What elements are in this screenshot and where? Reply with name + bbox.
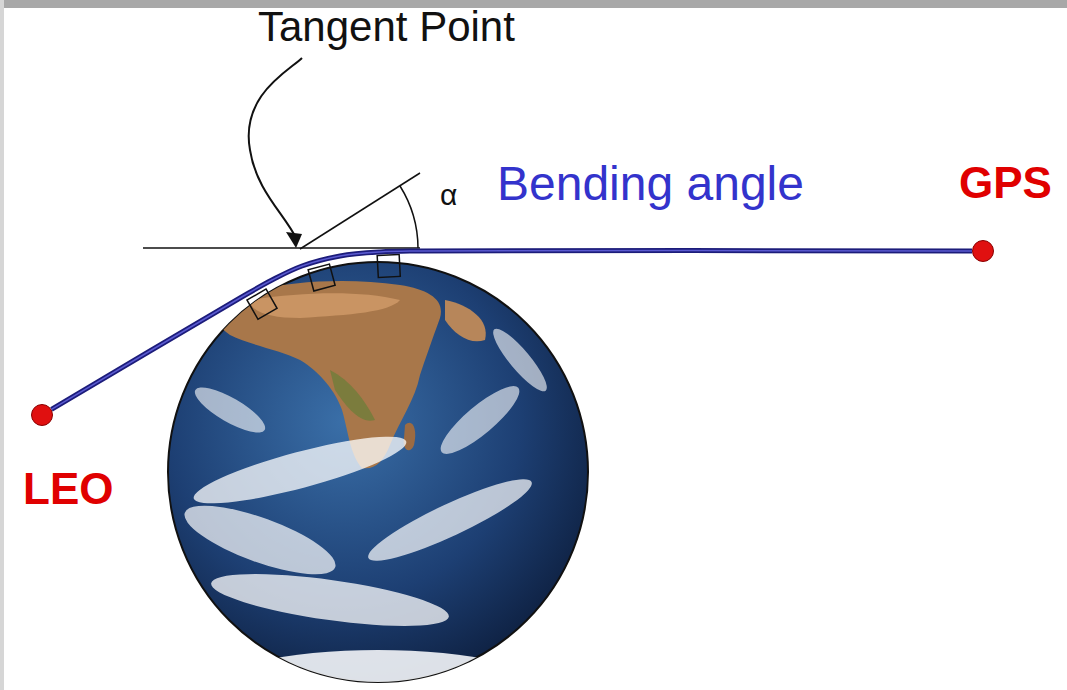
callout-label: Tangent Point <box>258 6 515 48</box>
earth-globe <box>168 262 588 690</box>
leader-arrow <box>249 58 302 238</box>
right-angle-mark <box>377 254 400 277</box>
geometry-lines <box>143 58 420 319</box>
reference-line <box>143 247 420 249</box>
ray-core <box>51 251 972 410</box>
satellite-dot: LEO <box>31 404 53 426</box>
satellite-label: GPS <box>959 161 1052 205</box>
satellite-dot: GPS <box>972 240 994 262</box>
slide-frame <box>0 0 1067 8</box>
angle-symbol: α <box>440 180 457 210</box>
angle-label: Bending angle <box>497 160 804 208</box>
ray-outline <box>51 251 972 410</box>
angle-arc <box>400 186 418 248</box>
signal-ray <box>51 251 972 410</box>
reference-line <box>300 173 420 249</box>
slide-frame <box>0 0 4 690</box>
arrow-head <box>286 232 302 248</box>
right-angle-mark <box>247 289 277 319</box>
satellite-label: LEO <box>23 467 113 511</box>
right-angle-mark <box>308 264 335 291</box>
